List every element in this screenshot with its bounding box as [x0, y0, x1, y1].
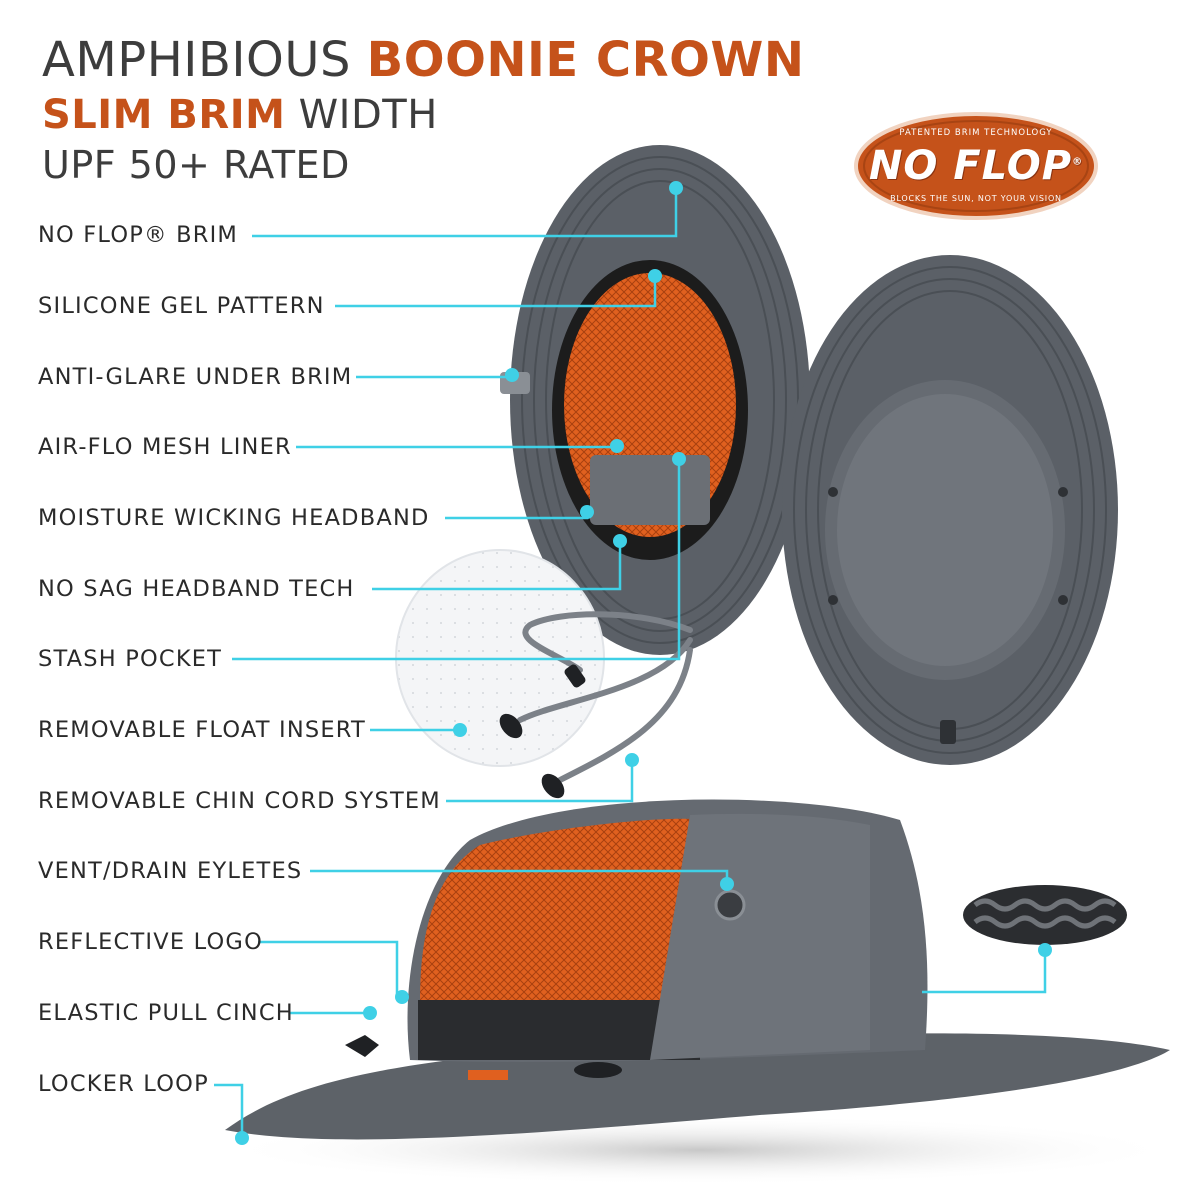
no-flop-badge-shape	[854, 112, 1098, 220]
headline-accent-1: BOONIE CROWN	[366, 32, 805, 88]
callout-dots	[235, 181, 1052, 1145]
badge-reg-mark: ®	[1072, 156, 1084, 168]
callout-stash-pocket	[232, 459, 681, 661]
chin-cord-image	[517, 611, 693, 783]
feature-vent-drain-eyletes: VENT/DRAIN EYLETES	[38, 858, 303, 884]
feature-removable-float-insert: REMOVABLE FLOAT INSERT	[38, 717, 366, 743]
badge-top-text: PATENTED BRIM TECHNOLOGY	[899, 128, 1053, 138]
headline-plain-2: WIDTH	[285, 92, 438, 138]
callout-gel-swatch	[922, 950, 1047, 994]
feature-stash-pocket: STASH POCKET	[38, 646, 223, 672]
feature-removable-chin-cord-system: REMOVABLE CHIN CORD SYSTEM	[38, 788, 441, 814]
feature-silicone-gel-pattern: SILICONE GEL PATTERN	[38, 293, 325, 319]
no-flop-badge: PATENTED BRIM TECHNOLOGY NO FLOP® BLOCKS…	[856, 116, 1096, 216]
hat-underside-image	[500, 145, 810, 655]
callout-no-flop-brim	[252, 188, 678, 238]
feature-locker-loop: LOCKER LOOP	[38, 1071, 209, 1097]
headline-line-2: SLIM BRIM WIDTH	[42, 92, 438, 138]
feature-anti-glare-under-brim: ANTI-GLARE UNDER BRIM	[38, 364, 353, 390]
silicone-gel-swatch	[963, 885, 1127, 945]
callout-chin-cord	[446, 760, 634, 803]
headline-line-1: AMPHIBIOUS BOONIE CROWN	[42, 32, 805, 88]
badge-bottom-text: BLOCKS THE SUN, NOT YOUR VISION	[890, 194, 1062, 203]
callout-locker-loop	[214, 1083, 244, 1138]
headline-accent-2: SLIM BRIM	[42, 92, 286, 138]
headline-plain-1: AMPHIBIOUS	[42, 32, 367, 88]
feature-moisture-wicking-headband: MOISTURE WICKING HEADBAND	[38, 505, 430, 531]
callout-silicone-gel	[335, 276, 657, 308]
hat-top-image	[782, 255, 1118, 765]
hat-side-image	[220, 799, 1180, 1185]
headline-line-3: UPF 50+ RATED	[42, 143, 350, 187]
feature-elastic-pull-cinch: ELASTIC PULL CINCH	[38, 1000, 294, 1026]
callout-reflective-logo	[258, 940, 399, 997]
feature-no-sag-headband-tech: NO SAG HEADBAND TECH	[38, 576, 355, 602]
feature-reflective-logo: REFLECTIVE LOGO	[38, 929, 263, 955]
headline-upf: UPF 50+ RATED	[42, 143, 350, 187]
feature-no-flop-brim: NO FLOP® BRIM	[38, 222, 239, 248]
badge-main-label: NO FLOP	[868, 143, 1073, 189]
badge-main-text: NO FLOP®	[856, 143, 1096, 189]
feature-air-flo-mesh-liner: AIR-FLO MESH LINER	[38, 434, 292, 460]
callout-no-sag	[372, 541, 622, 591]
